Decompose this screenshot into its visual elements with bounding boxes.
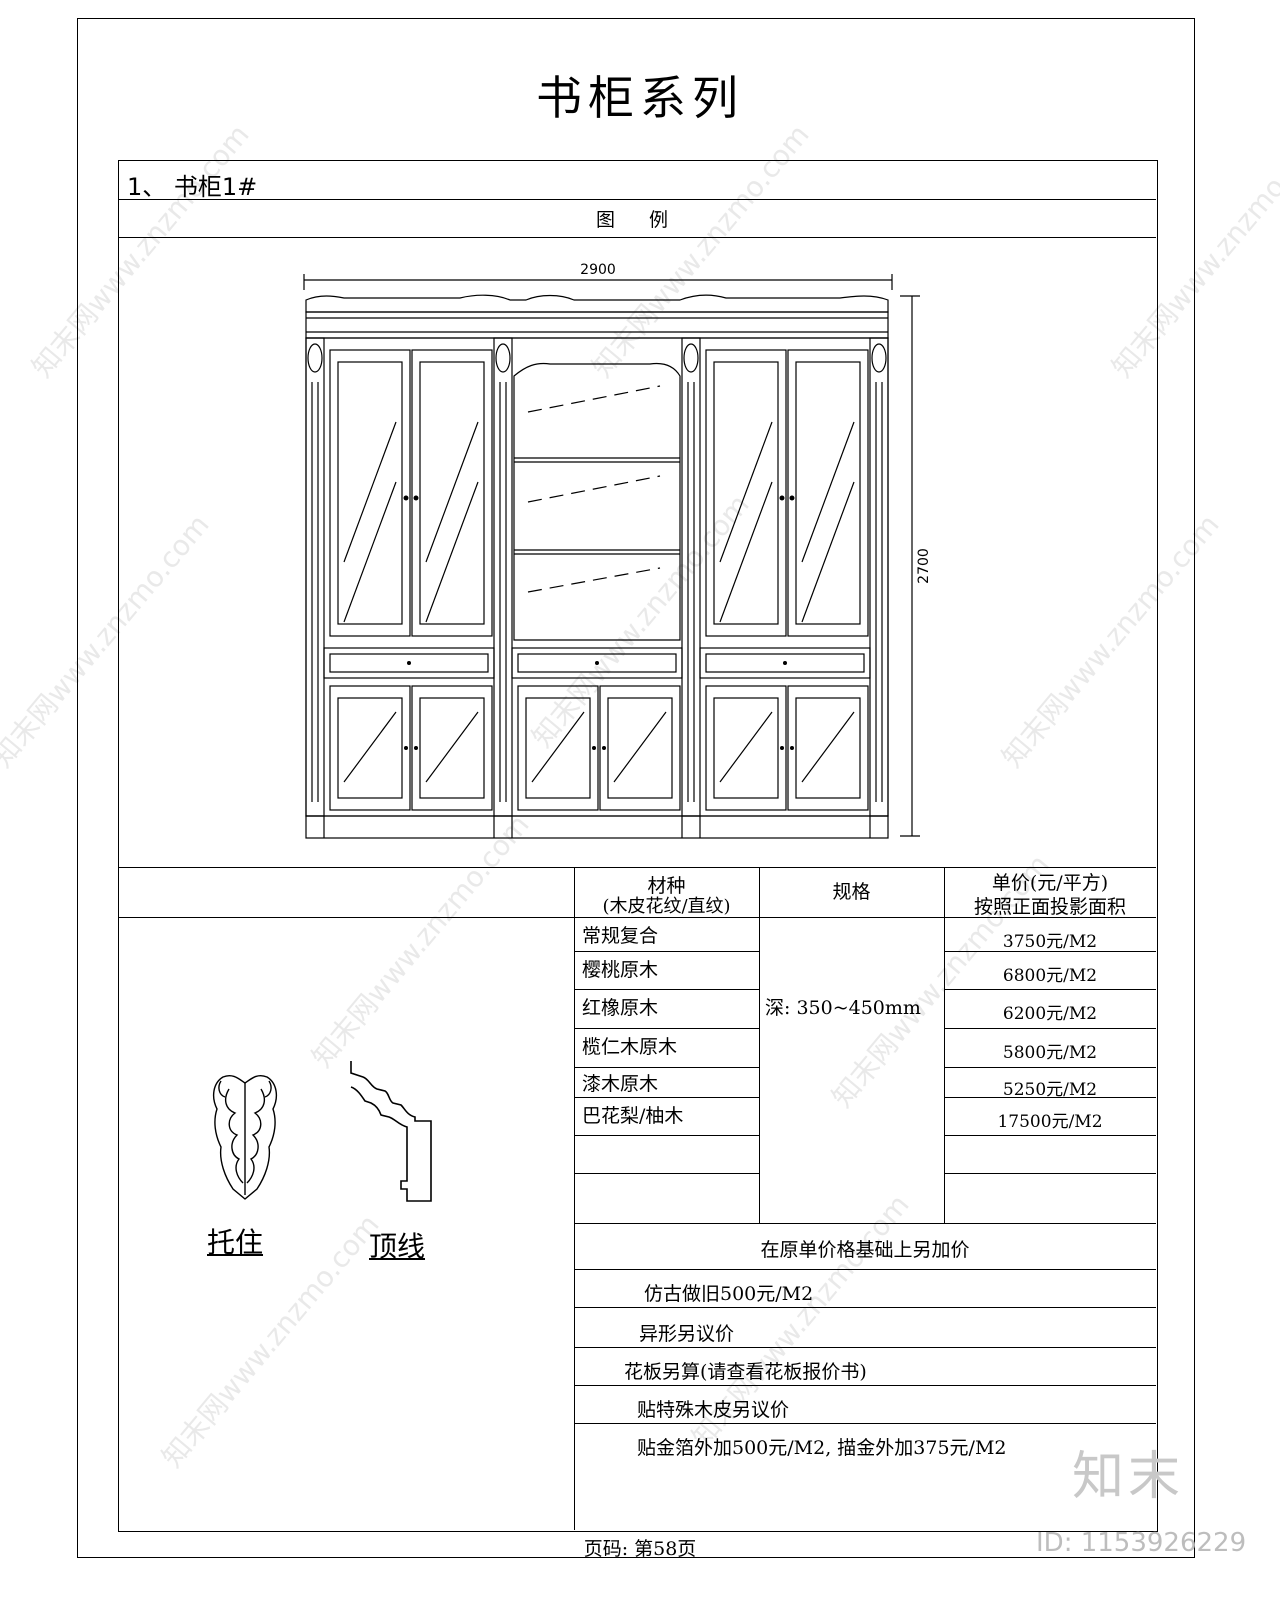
material-name: 巴花梨/柚木 [582,1105,684,1127]
legend-label: 图 例 [595,209,683,231]
bracket-label: 托住 [207,1226,264,1259]
extras-item: 异形另议价 [639,1323,735,1345]
price-value: 6200元/M2 [1002,1004,1098,1024]
material-name: 樱桃原木 [582,959,659,981]
header-spec: 规格 [832,881,871,903]
extras-item: 仿古做旧500元/M2 [644,1283,814,1305]
price-value: 3750元/M2 [1002,932,1098,952]
page-number: 页码: 第58页 [583,1538,697,1560]
watermark-brand: 知末 [1072,1447,1185,1507]
extras-heading: 在原单价格基础上另加价 [760,1239,970,1261]
extras-item: 花板另算(请查看花板报价书) [624,1361,867,1383]
corbel-drawing [212,1074,278,1200]
price-value: 6800元/M2 [1002,966,1098,986]
crown-molding-drawing [350,1061,432,1202]
spec-value: 深: 350~450mm [765,997,921,1019]
price-value: 5800元/M2 [1002,1043,1098,1063]
catalog-sheet: 1、 书柜1# 图 例 材种 (木皮花纹/直纹) 规格 单价(元/平方) 按照正… [118,160,1158,1532]
page-frame [77,18,1195,1558]
bookcase-elevation-drawing: 2900 2700 [303,262,932,839]
header-price: 单价(元/平方) [991,872,1109,894]
extras-item: 贴特殊木皮另议价 [637,1399,790,1421]
material-name: 红橡原木 [582,997,659,1019]
height-dimension-label: 2700 [916,548,932,584]
width-dimension-label: 2900 [580,262,616,278]
material-name: 榄仁木原木 [582,1036,678,1058]
price-value: 5250元/M2 [1002,1080,1098,1100]
header-price-sub: 按照正面投影面积 [973,896,1126,918]
material-name: 常规复合 [582,925,659,947]
extras-item: 贴金箔外加500元/M2, 描金外加375元/M2 [637,1437,1007,1459]
price-value: 17500元/M2 [997,1112,1103,1132]
item-label: 1、 书柜1# [127,173,258,201]
header-material-sub: (木皮花纹/直纹) [602,896,731,917]
material-name: 漆木原木 [582,1073,659,1095]
header-material: 材种 [647,875,686,897]
watermark-id: ID: 1153926229 [1036,1528,1247,1558]
page-title: 书柜系列 [536,71,744,125]
crown-label: 顶线 [369,1230,426,1263]
